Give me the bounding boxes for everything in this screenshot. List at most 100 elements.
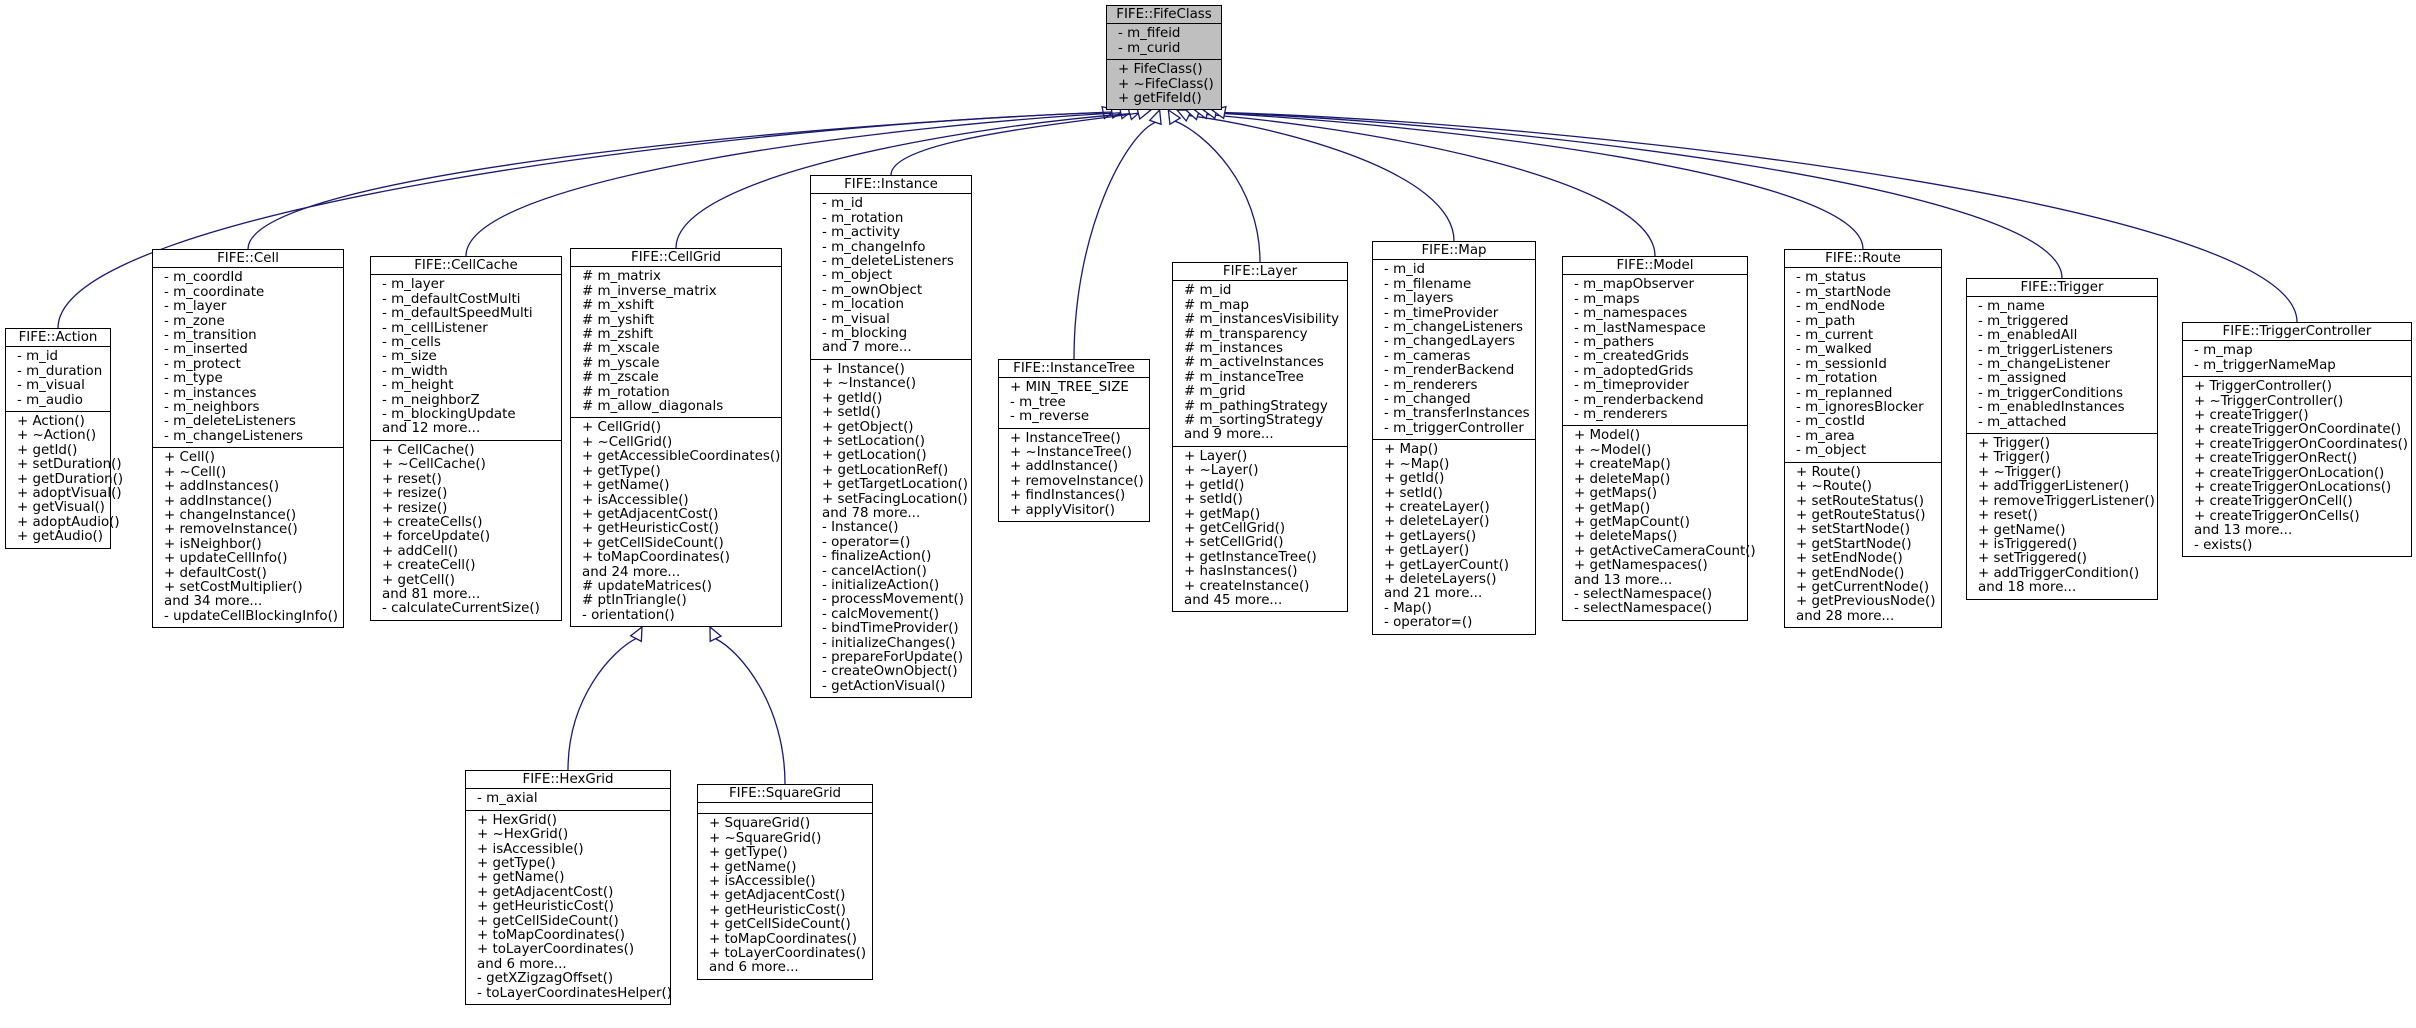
class-box-fife-class[interactable]: FIFE::FifeClass- m_fifeid- m_curid+ Fife…: [1106, 5, 1222, 111]
class-attribute: # m_pathingStrategy: [1184, 398, 1328, 414]
class-method: + getCellSideCount(): [477, 913, 619, 929]
class-method: + resize(): [382, 486, 448, 502]
class-method: and 34 more...: [164, 594, 263, 610]
class-method: and 13 more...: [2194, 523, 2293, 539]
class-title: FIFE::Map: [1373, 242, 1535, 261]
class-attribute: - m_instances: [164, 385, 257, 401]
class-attributes-section: - m_fifeid- m_curid: [1107, 24, 1221, 61]
class-method: + getEndNode(): [1796, 565, 1905, 581]
class-box-trigger-controller[interactable]: FIFE::TriggerController- m_map- m_trigge…: [2182, 322, 2412, 558]
class-attribute: - m_triggered: [1978, 313, 2069, 329]
class-attribute: # m_id: [1184, 283, 1232, 299]
class-attribute: - m_timeprovider: [1574, 378, 1689, 394]
class-box-cell-cache[interactable]: FIFE::CellCache- m_layer- m_defaultCostM…: [370, 256, 562, 621]
class-box-route[interactable]: FIFE::Route- m_status- m_startNode- m_en…: [1784, 249, 1942, 629]
class-methods-section: + Instance()+ ~Instance()+ getId()+ setI…: [811, 360, 971, 697]
class-method: + getHeuristicCost(): [582, 521, 720, 537]
class-method: + getName(): [582, 478, 670, 494]
class-box-action[interactable]: FIFE::Action- m_id- m_duration- m_visual…: [5, 328, 123, 549]
class-methods-section: + Layer()+ ~Layer()+ getId()+ setId()+ g…: [1173, 447, 1347, 611]
class-box-instance[interactable]: FIFE::Instance- m_id- m_rotation- m_acti…: [810, 175, 972, 699]
class-method: + setDuration(): [17, 457, 122, 473]
class-title: FIFE::FifeClass: [1107, 6, 1221, 25]
class-method: + ~Instance(): [822, 376, 917, 392]
class-method: + getAdjacentCost(): [709, 888, 846, 904]
class-attribute: - m_fifeid: [1118, 26, 1181, 42]
class-methods-section: + Route()+ ~Route()+ setRouteStatus()+ g…: [1785, 463, 1941, 627]
class-method: + addTriggerListener(): [1978, 479, 2130, 495]
class-method: + createTriggerOnCell(): [2194, 494, 2353, 510]
class-attribute: - m_deleteListeners: [164, 414, 296, 430]
class-method: + ~Map(): [1384, 456, 1450, 472]
class-method: + Trigger(): [1978, 436, 2051, 452]
class-attribute: - m_walked: [1796, 342, 1872, 358]
class-attribute: - m_blockingUpdate: [382, 407, 516, 423]
class-method: + addCell(): [382, 543, 459, 559]
class-method: + hasInstances(): [1184, 564, 1298, 580]
class-title: FIFE::CellGrid: [571, 249, 781, 268]
class-method: - orientation(): [582, 607, 675, 623]
class-method: + getLayers(): [1384, 528, 1477, 544]
class-attribute: - m_endNode: [1796, 299, 1886, 315]
inheritance-edge-cell-grid: [675, 113, 1130, 249]
class-attribute: # m_xshift: [582, 298, 655, 314]
class-method: + addTriggerCondition(): [1978, 565, 2140, 581]
class-title: FIFE::Model: [1563, 257, 1747, 276]
class-attributes-section: - m_mapObserver- m_maps- m_namespaces- m…: [1563, 275, 1747, 427]
class-attribute: # m_activeInstances: [1184, 355, 1324, 371]
class-method: + getLayerCount(): [1384, 557, 1510, 573]
class-method: + getId(): [1384, 471, 1445, 487]
class-attribute: - m_triggerListeners: [1978, 342, 2113, 358]
class-method: + getType(): [582, 463, 661, 479]
class-attribute: # m_transparency: [1184, 326, 1308, 342]
class-attribute: + MIN_TREE_SIZE: [1010, 380, 1129, 396]
class-method: + getType(): [709, 845, 788, 861]
class-method: + getLocation(): [822, 448, 927, 464]
class-box-instance-tree[interactable]: FIFE::InstanceTree+ MIN_TREE_SIZE- m_tre…: [998, 359, 1150, 523]
class-method: + InstanceTree(): [1010, 430, 1121, 446]
class-method: + isNeighbor(): [164, 536, 262, 552]
class-attribute: # m_grid: [1184, 384, 1246, 400]
class-box-hex-grid[interactable]: FIFE::HexGrid- m_axial+ HexGrid()+ ~HexG…: [465, 770, 672, 1006]
class-box-map[interactable]: FIFE::Map- m_id- m_filename- m_layers- m…: [1372, 241, 1536, 635]
class-attribute: - m_costId: [1796, 414, 1866, 430]
class-box-layer[interactable]: FIFE::Layer# m_id# m_map# m_instancesVis…: [1172, 262, 1348, 613]
class-method: + updateCellInfo(): [164, 551, 288, 567]
class-method: + getName(): [1978, 522, 2066, 538]
class-method: + adoptVisual(): [17, 486, 122, 502]
class-attributes-section: - m_id- m_duration- m_visual- m_audio: [6, 347, 110, 413]
class-method: + addInstances(): [164, 479, 280, 495]
class-method: + createMap(): [1574, 457, 1671, 473]
class-attribute: - m_height: [382, 378, 454, 394]
class-attribute: - m_layers: [1384, 291, 1454, 307]
class-box-cell[interactable]: FIFE::Cell- m_coordId- m_coordinate- m_l…: [152, 249, 344, 629]
class-method: + getMapCount(): [1574, 514, 1690, 530]
class-attribute: - m_namespaces: [1574, 306, 1688, 322]
class-method: + ~FifeClass(): [1118, 76, 1214, 92]
class-attribute: - m_transition: [164, 328, 257, 344]
class-method: and 6 more...: [477, 956, 567, 972]
class-attribute: - m_changeListeners: [1384, 320, 1523, 336]
class-box-cell-grid[interactable]: FIFE::CellGrid# m_matrix# m_inverse_matr…: [570, 248, 782, 628]
class-method: + ~CellGrid(): [582, 434, 673, 450]
class-method: - initializeAction(): [822, 577, 940, 593]
class-method: - exists(): [2194, 537, 2253, 553]
class-attribute: - m_type: [164, 371, 223, 387]
class-box-model[interactable]: FIFE::Model- m_mapObserver- m_maps- m_na…: [1562, 256, 1756, 621]
class-method: + getId(): [1184, 477, 1245, 493]
class-attribute: - m_map: [2194, 343, 2253, 359]
class-box-trigger[interactable]: FIFE::Trigger- m_name- m_triggered- m_en…: [1966, 278, 2158, 600]
class-method: + ~Cell(): [164, 464, 227, 480]
inheritance-edge-cell: [247, 111, 1112, 250]
class-method: - prepareForUpdate(): [822, 650, 964, 665]
class-method: + getName(): [477, 870, 565, 886]
class-attribute: - m_startNode: [1796, 284, 1891, 300]
class-attribute: - m_transferInstances: [1384, 406, 1530, 422]
class-attribute: - m_layer: [164, 299, 227, 315]
class-method: + Model(): [1574, 428, 1641, 444]
class-box-square-grid[interactable]: FIFE::SquareGrid+ SquareGrid()+ ~SquareG…: [697, 784, 873, 980]
class-attribute: - m_id: [17, 349, 59, 365]
inheritance-edge-instance: [890, 112, 1139, 176]
class-method: + reset(): [1978, 508, 2038, 524]
